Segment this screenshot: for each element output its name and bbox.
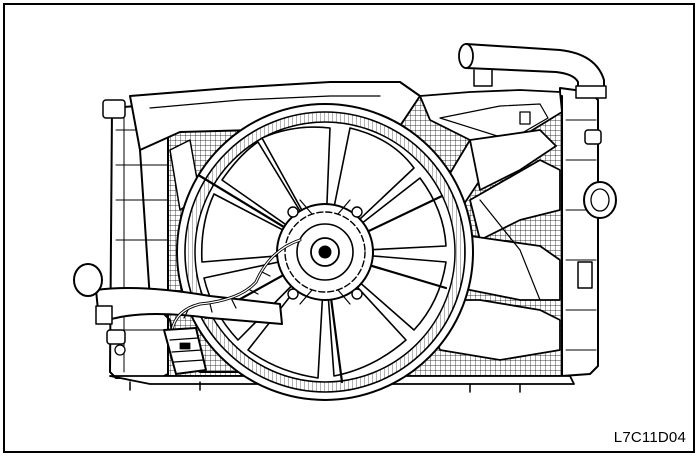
electrical-connector — [163, 327, 207, 375]
lower-radiator-hose — [73, 263, 283, 325]
upper-radiator-hose — [458, 43, 607, 99]
figure-code: L7C11D04 — [613, 429, 686, 446]
shroud-struts — [399, 89, 563, 361]
right-tank — [559, 87, 617, 377]
fan-motor — [276, 199, 374, 305]
wiring-harness — [170, 238, 302, 332]
